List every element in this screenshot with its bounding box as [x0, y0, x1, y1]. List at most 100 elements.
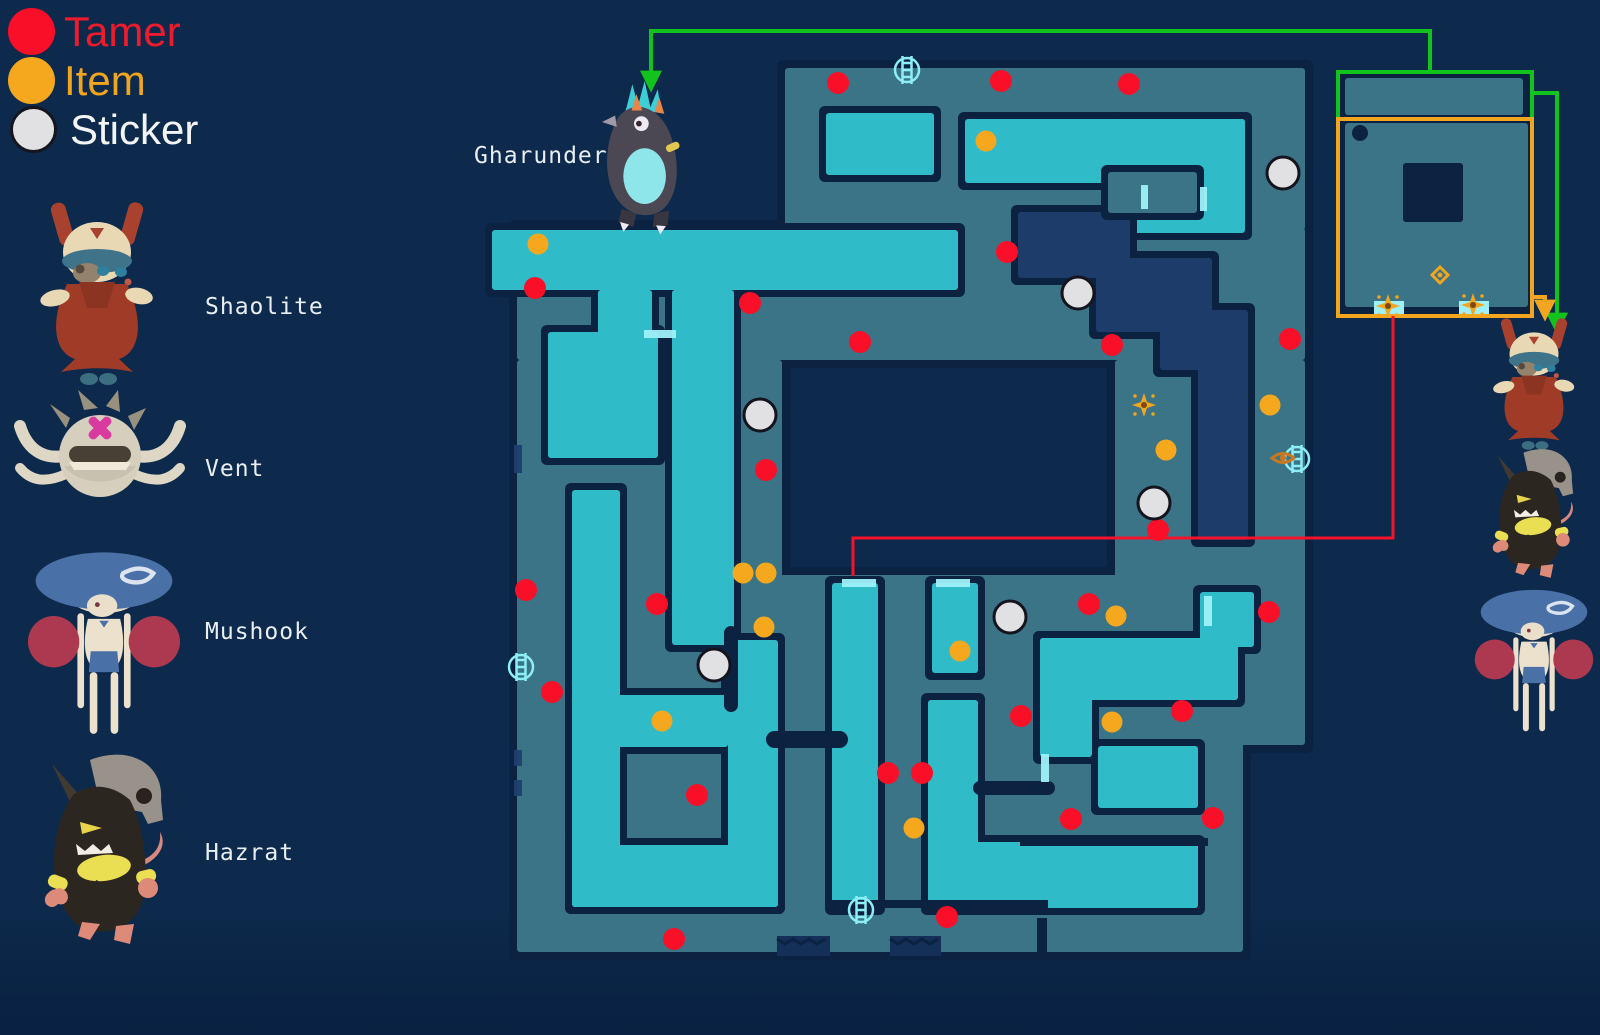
tamer-marker [524, 277, 546, 299]
corridor-room [1098, 746, 1198, 808]
entrance-marker [890, 936, 941, 956]
eye-icon [1269, 452, 1297, 464]
tamer-marker [1279, 328, 1301, 350]
corridor-room [832, 583, 878, 908]
corridor-room [548, 332, 658, 458]
sticker-marker [1060, 275, 1096, 311]
sticker-marker [1265, 155, 1301, 191]
creature-label-gharunder: Gharunder [474, 143, 608, 169]
item-marker [732, 562, 754, 584]
creature-sprite-gharunder [602, 81, 681, 235]
eye-diamond-icon [1429, 264, 1451, 286]
creature-sprite-vent [20, 390, 180, 497]
corridor-room [572, 845, 778, 907]
item-dot-icon [8, 57, 55, 104]
legend-row-item: Item [8, 56, 198, 105]
door-marker [842, 579, 876, 587]
map-routes [640, 29, 1568, 576]
creature-sprite-shaolite [38, 200, 155, 385]
eye-diamond-pupil [1437, 272, 1443, 278]
item-marker [651, 710, 673, 732]
ladder-icon [507, 653, 535, 681]
legend-row-tamer: Tamer [8, 7, 198, 56]
creature-sprite-mushook [1473, 588, 1595, 733]
tamer-marker [1101, 334, 1123, 356]
map-wall [830, 900, 1048, 908]
tamer-marker [686, 784, 708, 806]
creature-label-mushook: Mushook [205, 619, 309, 645]
sticker-marker [992, 599, 1028, 635]
ladder-icon [893, 56, 921, 84]
sticker-marker [696, 647, 732, 683]
corridor-room [728, 640, 778, 907]
door-marker [644, 330, 676, 338]
eye-outline [1269, 452, 1297, 464]
corridor-room [1040, 638, 1092, 757]
teleporter-star-icon [1132, 393, 1156, 417]
star-dot [1133, 394, 1137, 398]
eye-pupil [1279, 454, 1287, 462]
legend-label-sticker: Sticker [70, 105, 199, 153]
star-dot [1395, 295, 1399, 299]
door-marker [1141, 185, 1148, 209]
map-markers [515, 70, 1301, 950]
inner-block [1352, 125, 1368, 141]
star-center [1141, 402, 1147, 408]
tamer-marker [990, 70, 1012, 92]
orange-highlight-box [1336, 117, 1534, 318]
tamer-dot-icon [8, 8, 55, 55]
creature-sprite-shaolite [1491, 317, 1576, 450]
creature-sprite-hazrat [44, 754, 163, 944]
outbuilding-room [1345, 78, 1523, 115]
sticker-dot-icon [10, 106, 57, 153]
bridge-pill [766, 731, 848, 748]
teal-patch [1108, 172, 1197, 213]
legend-row-sticker: Sticker [8, 105, 198, 154]
inner-block [1403, 163, 1463, 222]
item-marker [1101, 711, 1123, 733]
legend: Tamer Item Sticker [8, 7, 198, 154]
entrance-zigzag [776, 937, 826, 946]
door-marker [1204, 596, 1212, 626]
star-dot [1480, 294, 1484, 298]
tamer-marker [1171, 700, 1193, 722]
star-dot [1151, 394, 1155, 398]
eye-diamond-outline [1429, 264, 1451, 286]
tamer-marker [996, 241, 1018, 263]
route-red-teleport [851, 316, 1395, 576]
ladder-ring [847, 896, 875, 924]
tamer-marker [849, 331, 871, 353]
item-marker [1155, 439, 1177, 461]
door-marker [1041, 754, 1049, 782]
legend-label-tamer: Tamer [64, 7, 181, 55]
creature-label-hazrat: Hazrat [205, 840, 295, 866]
entrance-marker [777, 936, 830, 956]
tamer-marker [755, 459, 777, 481]
star-dot [1377, 295, 1381, 299]
tamer-marker [515, 579, 537, 601]
door-marker [514, 445, 522, 473]
tamer-marker [739, 292, 761, 314]
creature-sprite-hazrat [1492, 449, 1574, 578]
item-marker [1259, 394, 1281, 416]
tamer-marker [663, 928, 685, 950]
item-marker [975, 130, 997, 152]
legend-label-item: Item [64, 56, 146, 104]
bridge-pill [973, 781, 1055, 795]
teleporter-star-icon [1461, 293, 1485, 317]
creature-label-shaolite: Shaolite [205, 294, 324, 320]
ladder-icon [847, 896, 875, 924]
tamer-marker [911, 762, 933, 784]
item-marker [753, 616, 775, 638]
tamer-marker [1010, 705, 1032, 727]
map-details [507, 56, 1489, 956]
corridor-room [492, 230, 958, 290]
sticker-marker [742, 397, 778, 433]
star-dot [1151, 412, 1155, 416]
route-green-gharunder [640, 29, 1432, 93]
creature-sprite-mushook [28, 552, 180, 733]
tamer-marker [877, 762, 899, 784]
door-marker [514, 780, 522, 796]
corridor-room [672, 290, 734, 645]
